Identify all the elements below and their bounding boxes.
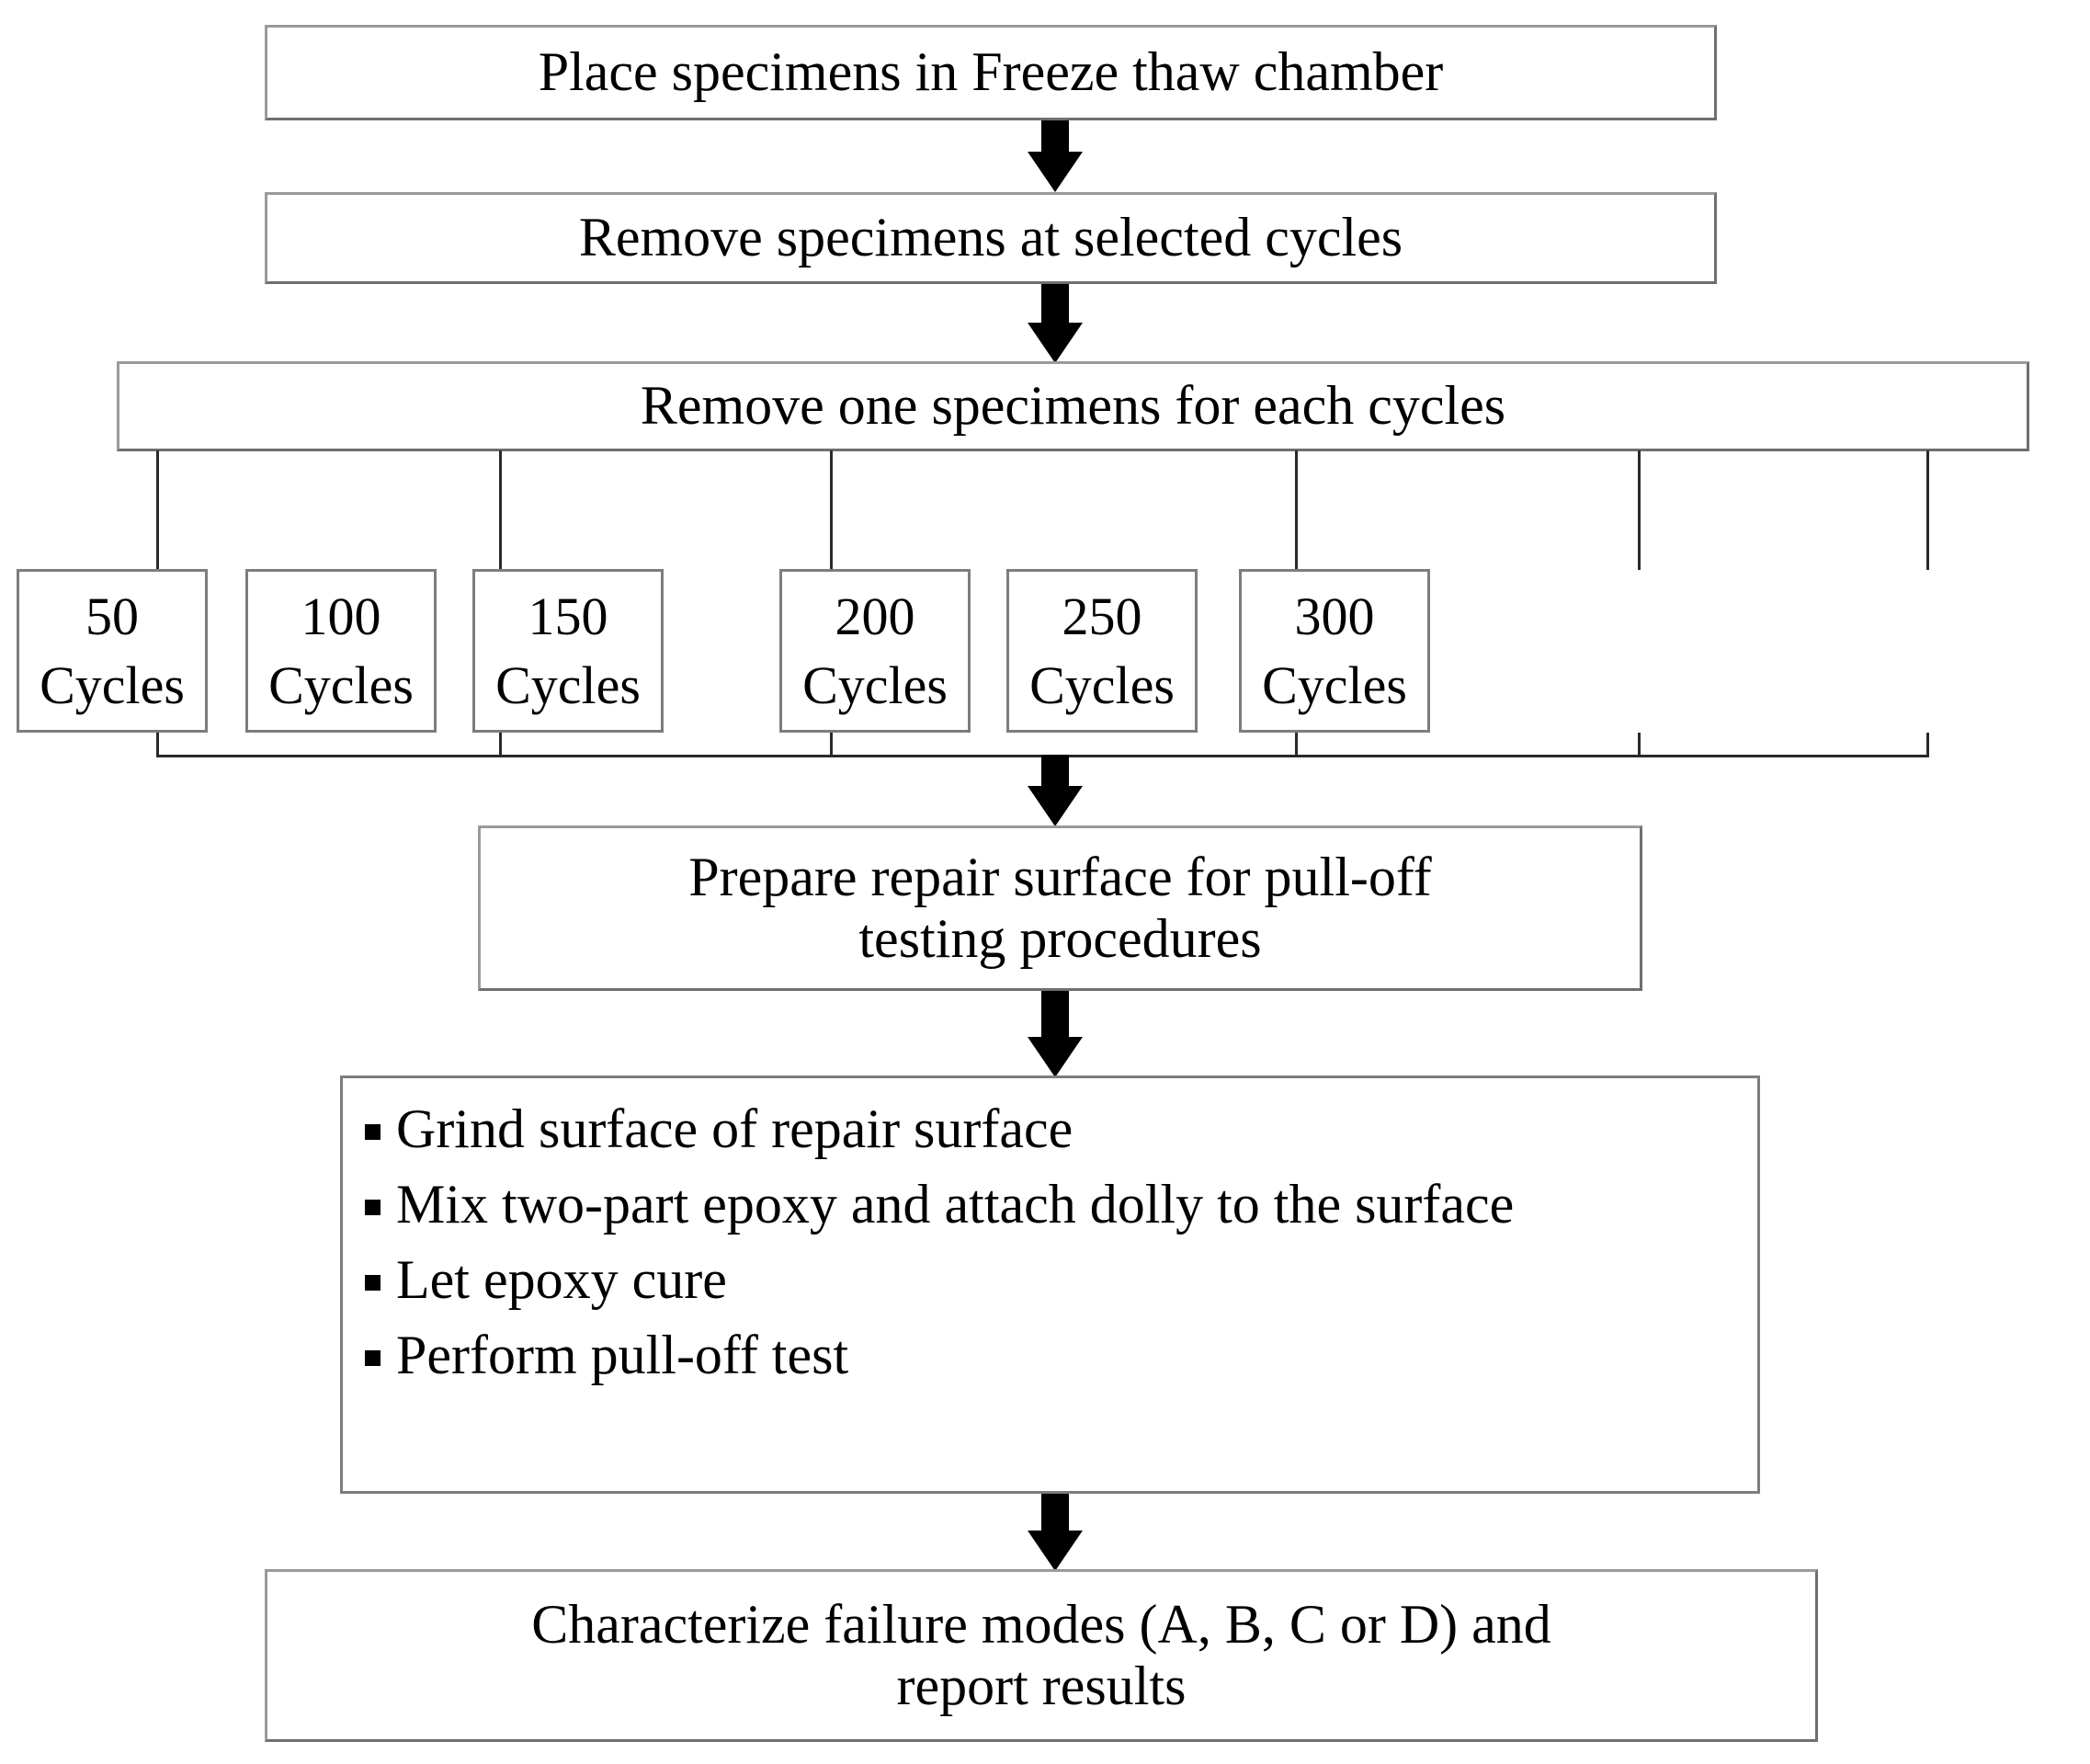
cycle-box-250[interactable]: 250 Cycles [1006,569,1198,733]
cycle-box-100-value: 100 [301,586,381,646]
cycle-box-200[interactable]: 200 Cycles [779,569,971,733]
arrow-down-5 [1028,1494,1083,1571]
arrow-head [1028,1531,1083,1571]
cycle-box-150-value: 150 [528,586,608,646]
cycle-box-250-value: 250 [1062,586,1142,646]
branch-connector-200 [1295,450,1298,570]
arrow-down-4 [1028,991,1083,1077]
cycle-box-50-value: 50 [85,586,139,646]
process-box-characterize-failure-modes[interactable]: Characterize failure modes (A, B, C or D… [265,1569,1818,1742]
process-box-place-specimens-label: Place specimens in Freeze thaw chamber [538,41,1444,103]
list-item: Grind surface of repair surface [359,1093,1748,1165]
branch-connector-150 [830,450,833,570]
cycle-box-50-unit: Cycles [40,655,185,715]
cycle-box-50[interactable]: 50 Cycles [17,569,208,733]
arrow-shaft [1041,1494,1069,1534]
branch-connector-100 [499,450,502,570]
process-box-remove-one-per-cycle[interactable]: Remove one specimens for each cycles [117,361,2029,451]
branch-connector-250 [1638,450,1641,570]
cycle-box-200-value: 200 [835,586,915,646]
process-box-prepare-repair-surface-label: Prepare repair surface for pull-off test… [688,846,1432,969]
arrow-head [1028,152,1083,192]
cycle-box-250-unit: Cycles [1029,655,1175,715]
arrow-head [1028,1037,1083,1077]
process-box-remove-at-cycles[interactable]: Remove specimens at selected cycles [265,192,1717,284]
process-box-characterize-failure-modes-label: Characterize failure modes (A, B, C or D… [531,1593,1551,1716]
arrow-shaft [1041,755,1069,791]
cycle-box-100[interactable]: 100 Cycles [245,569,437,733]
cycle-box-150[interactable]: 150 Cycles [472,569,664,733]
process-box-remove-one-per-cycle-label: Remove one specimens for each cycles [640,375,1506,437]
arrow-head [1028,786,1083,826]
cycle-box-300-unit: Cycles [1262,655,1407,715]
list-item: Let epoxy cure [359,1244,1748,1315]
cycle-box-300-value: 300 [1294,586,1375,646]
arrow-down-1 [1028,120,1083,192]
process-box-place-specimens[interactable]: Place specimens in Freeze thaw chamber [265,25,1717,120]
merge-connector-250 [1638,733,1641,757]
cycle-box-300[interactable]: 300 Cycles [1239,569,1430,733]
cycle-box-150-unit: Cycles [495,655,641,715]
cycle-box-100-unit: Cycles [268,655,414,715]
arrow-down-3 [1028,755,1083,826]
arrow-shaft [1041,991,1069,1039]
process-box-remove-at-cycles-label: Remove specimens at selected cycles [578,207,1403,268]
branch-connector-50 [156,450,159,570]
merge-connector-100 [499,733,502,757]
arrow-shaft [1041,120,1069,157]
cycle-box-200-unit: Cycles [802,655,948,715]
list-item: Perform pull-off test [359,1319,1748,1391]
arrow-down-2 [1028,284,1083,363]
merge-connector-300 [1926,733,1929,757]
list-item: Mix two-part epoxy and attach dolly to t… [359,1168,1748,1240]
pulloff-task-list: Grind surface of repair surface Mix two-… [359,1093,1748,1391]
branch-connector-300 [1926,450,1929,570]
arrow-head [1028,323,1083,363]
merge-connector-50 [156,733,159,757]
arrow-shaft [1041,284,1069,326]
merge-connector-200 [1295,733,1298,757]
process-box-prepare-repair-surface[interactable]: Prepare repair surface for pull-off test… [478,825,1642,991]
process-box-pulloff-tasks[interactable]: Grind surface of repair surface Mix two-… [340,1075,1760,1494]
merge-connector-150 [830,733,833,757]
